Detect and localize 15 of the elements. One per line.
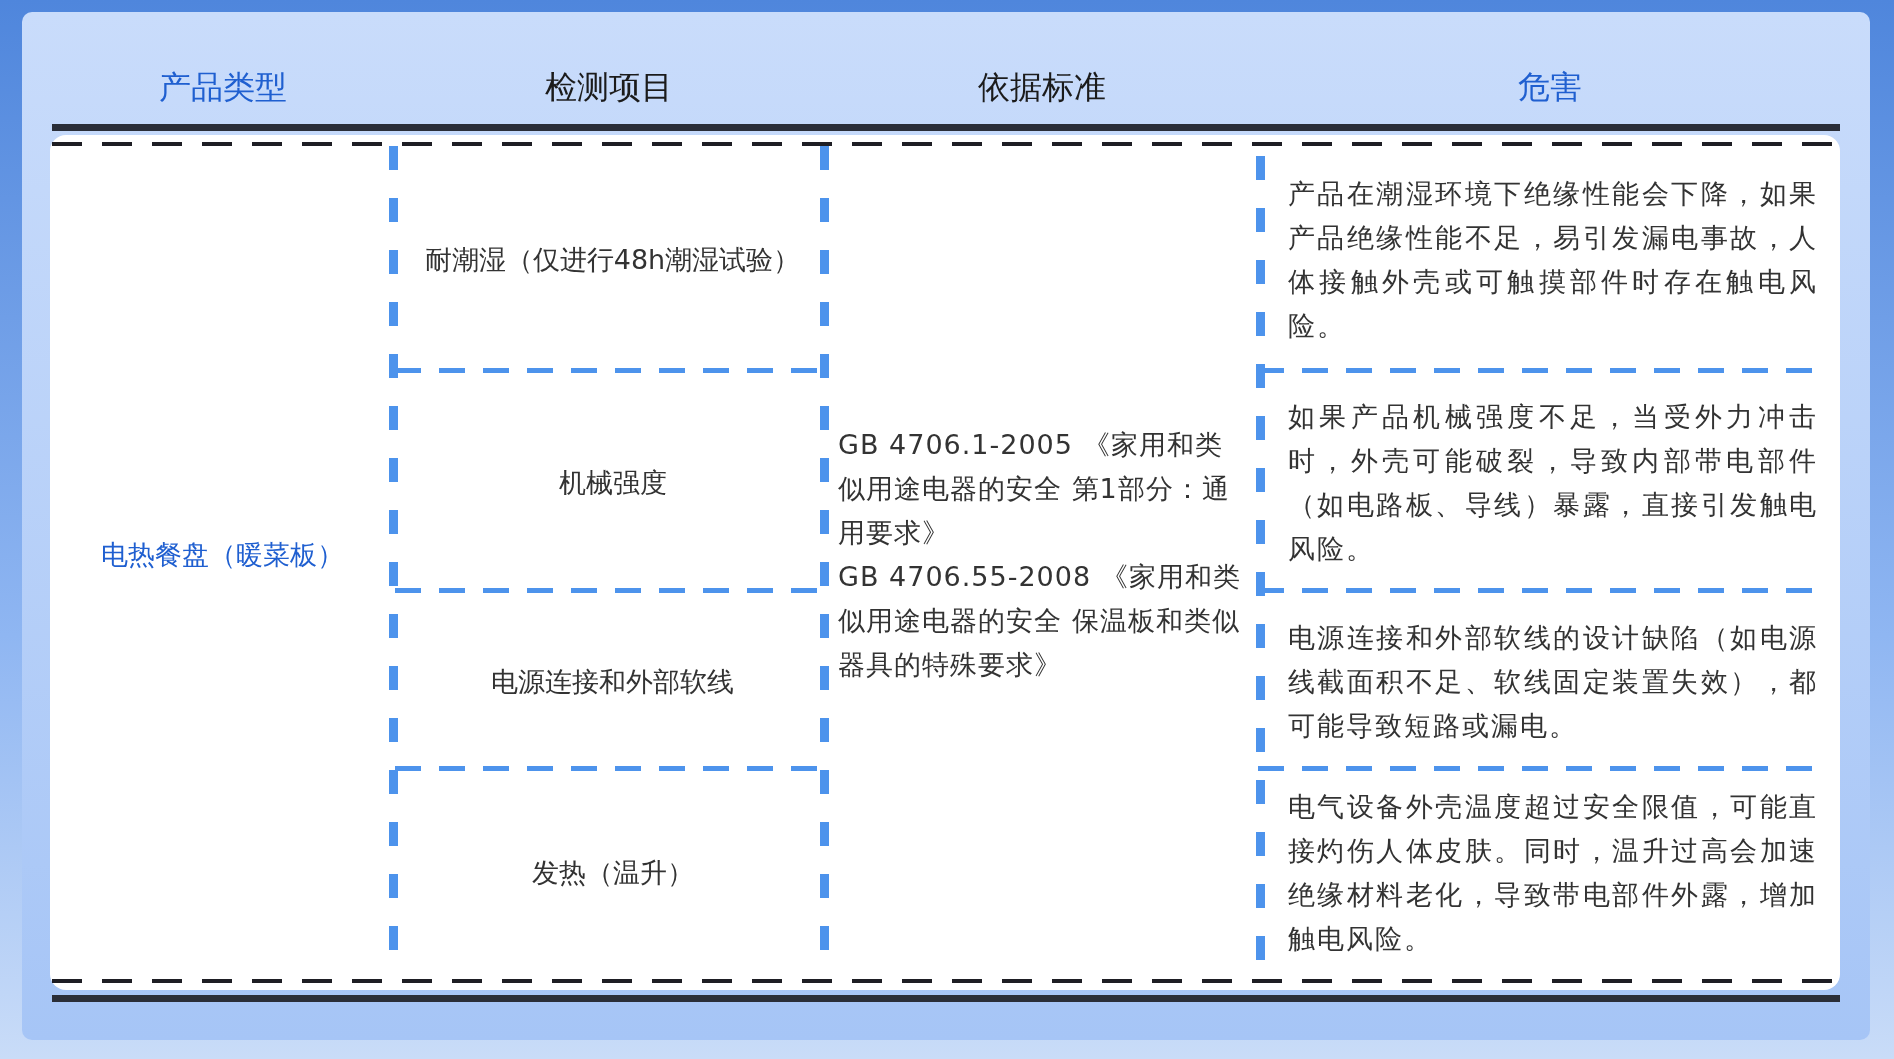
hazard-description: 电气设备外壳温度超过安全限值，可能直接灼伤人体皮肤。同时，温升过高会加速绝缘材料老化，导致带电部件外露，增加触电风险。 (1288, 790, 1818, 956)
hazard-description: 电源连接和外部软线的设计缺陷（如电源线截面积不足、软线固定装置失效），都可能导致短路或漏电。 (1288, 620, 1818, 743)
test-item: 机械强度 (558, 465, 667, 500)
product-name: 电热餐盘（暖菜板） (101, 538, 344, 572)
column-header: 产品类型 (158, 66, 287, 108)
standard-reference: GB 4706.1-2005 《家用和类似用途电器的安全 第1部分：通用要求》 (838, 428, 1231, 550)
test-item: 耐潮湿（仅进行48h潮湿试验） (424, 243, 801, 277)
hazard-description: 如果产品机械强度不足，当受外力冲击时，外壳可能破裂，导致内部带电部件（如电路板、导线）暴露，直接引发触电风险。 (1288, 399, 1818, 566)
standard-reference: GB 4706.55-2008 《家用和类似用途电器的安全 保温板和类似器具的特殊要求》 (838, 560, 1242, 682)
column-header: 检测项目 (544, 66, 673, 108)
test-item: 发热（温升） (531, 856, 694, 890)
column-header: 危害 (1518, 66, 1582, 108)
column-header: 依据标准 (978, 66, 1106, 108)
hazard-description: 产品在潮湿环境下绝缘性能会下降，如果产品绝缘性能不足，易引发漏电事故，人体接触外壳或可触摸部件时存在触电风险。 (1288, 177, 1818, 343)
test-item: 电源连接和外部软线 (491, 664, 734, 699)
